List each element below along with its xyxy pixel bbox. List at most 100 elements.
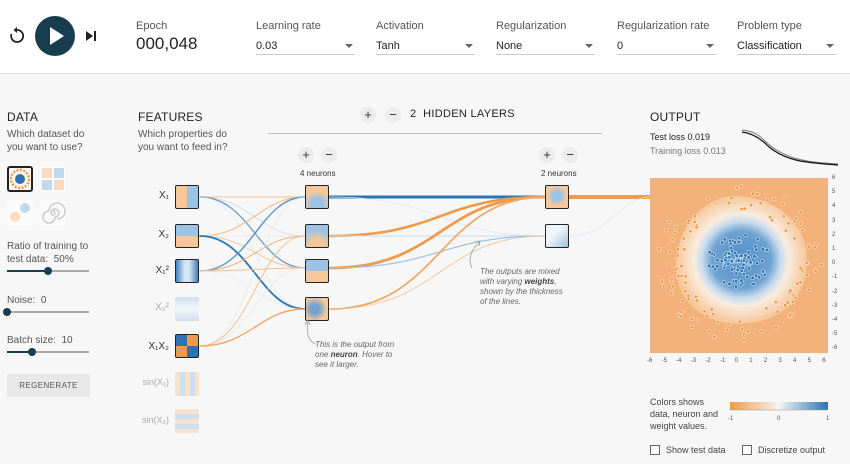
add-neuron-layer1-button[interactable]: + xyxy=(298,147,314,163)
reset-icon[interactable] xyxy=(9,27,25,45)
ratio-slider[interactable] xyxy=(7,267,89,275)
feature-node-x1x2[interactable] xyxy=(175,334,199,358)
dataset-xor-thumb[interactable] xyxy=(40,166,66,192)
dataset-question: Which dataset do you want to use? xyxy=(7,129,85,153)
remove-neuron-layer2-button[interactable]: − xyxy=(562,147,578,163)
data-point-negative xyxy=(768,214,773,220)
neuron-1-3[interactable] xyxy=(305,259,329,283)
regularization-label: Regularization xyxy=(496,20,567,32)
feature-node-sin-x1[interactable] xyxy=(175,372,199,396)
neuron-2-1[interactable] xyxy=(545,185,569,209)
step-icon[interactable] xyxy=(84,27,98,45)
training-loss-value: 0.013 xyxy=(703,146,726,156)
data-point-negative xyxy=(798,265,803,271)
data-point-negative xyxy=(771,197,776,202)
output-heatmap[interactable] xyxy=(650,178,828,353)
data-point-positive xyxy=(760,269,766,274)
discretize-output-label: Discretize output xyxy=(758,445,826,455)
data-point-negative xyxy=(673,267,678,272)
y-tick: -6 xyxy=(832,345,838,352)
data-point-negative xyxy=(786,221,791,226)
x-tick: -2 xyxy=(705,358,711,364)
neuron-1-2[interactable] xyxy=(305,224,329,248)
data-point-positive xyxy=(764,247,769,252)
remove-neuron-layer1-button[interactable]: − xyxy=(321,147,337,163)
problem-type-select[interactable]: Classification xyxy=(737,35,836,55)
data-point-negative xyxy=(798,210,803,215)
data-point-positive xyxy=(729,259,734,264)
play-button[interactable] xyxy=(35,16,75,56)
learning-rate-select[interactable]: 0.03 xyxy=(256,35,355,55)
batch-size-value: 10 xyxy=(61,335,73,346)
data-point-negative xyxy=(759,329,764,334)
data-point-positive xyxy=(735,267,740,273)
activation-select[interactable]: Tanh xyxy=(376,35,475,55)
data-point-negative xyxy=(781,214,786,219)
data-point-positive xyxy=(723,257,728,262)
batch-size-slider[interactable] xyxy=(7,348,89,356)
data-point-negative xyxy=(781,202,786,207)
data-point-negative xyxy=(692,214,697,219)
neuron-2-2[interactable] xyxy=(545,224,569,248)
x-tick: -1 xyxy=(720,358,726,364)
hidden-layers-label: 2 HIDDEN LAYERS xyxy=(410,108,515,120)
data-point-positive xyxy=(750,275,755,280)
feature-node-x2[interactable] xyxy=(175,224,199,248)
data-point-positive xyxy=(720,240,725,245)
slider-handle[interactable] xyxy=(44,267,52,275)
noise-slider[interactable] xyxy=(3,308,89,316)
data-point-negative xyxy=(735,185,740,190)
data-point-negative xyxy=(675,253,680,258)
feature-label-sin-x2: sin(X₂) xyxy=(142,415,169,425)
data-point-negative xyxy=(682,247,687,252)
dataset-gaussian-thumb[interactable] xyxy=(7,200,33,226)
neuron-1-4[interactable] xyxy=(305,297,329,321)
neuron-1-1[interactable] xyxy=(305,185,329,209)
data-point-negative xyxy=(675,247,680,252)
add-layer-button[interactable]: + xyxy=(360,107,376,123)
regenerate-button[interactable]: REGENERATE xyxy=(7,374,90,397)
discretize-output-checkbox[interactable] xyxy=(742,445,752,455)
show-test-data-checkbox[interactable] xyxy=(650,445,660,455)
regularization-select[interactable]: None xyxy=(496,35,595,55)
feature-node-x1-squared[interactable] xyxy=(175,259,199,283)
data-point-negative xyxy=(696,318,701,323)
data-point-positive xyxy=(730,248,735,254)
data-point-positive xyxy=(733,279,739,284)
add-neuron-layer2-button[interactable]: + xyxy=(539,147,555,163)
data-point-positive xyxy=(736,258,741,263)
training-loss: Training loss 0.013 xyxy=(650,146,726,156)
data-point-positive xyxy=(707,250,712,255)
remove-layer-button[interactable]: − xyxy=(385,107,401,123)
dataset-circle-thumb[interactable] xyxy=(7,166,33,192)
divider xyxy=(268,133,602,134)
dataset-spiral-thumb[interactable] xyxy=(40,200,66,226)
slider-handle[interactable] xyxy=(27,348,36,356)
data-point-negative xyxy=(787,313,792,318)
x-tick: 5 xyxy=(807,358,811,364)
features-title: FEATURES xyxy=(138,110,203,124)
color-legend-text: Colors shows data, neuron and weight val… xyxy=(650,397,719,431)
feature-label-x1x2: X₁X₂ xyxy=(148,341,169,352)
data-point-negative xyxy=(783,228,788,233)
regularization-rate-value: 0 xyxy=(617,40,624,52)
neuron-annotation: This is the output from one neuron. Hove… xyxy=(315,340,395,369)
data-point-negative xyxy=(676,273,681,278)
feature-node-x1[interactable] xyxy=(175,185,199,209)
chevron-down-icon xyxy=(345,44,353,48)
slider-handle[interactable] xyxy=(3,308,11,316)
data-point-negative xyxy=(683,280,688,285)
feature-node-x2-squared[interactable] xyxy=(175,297,199,321)
regularization-rate-select[interactable]: 0 xyxy=(617,35,716,55)
data-point-positive xyxy=(707,263,712,268)
feature-node-sin-x2[interactable] xyxy=(175,409,199,433)
data-point-positive xyxy=(721,280,727,285)
data-point-negative xyxy=(669,291,674,296)
data-point-positive xyxy=(746,266,751,271)
data-point-negative xyxy=(783,303,788,308)
data-point-positive xyxy=(734,271,739,276)
y-tick: -5 xyxy=(832,331,838,338)
hidden-layer-count: 2 xyxy=(410,108,417,120)
data-point-positive xyxy=(734,253,739,258)
data-point-positive xyxy=(727,251,732,256)
